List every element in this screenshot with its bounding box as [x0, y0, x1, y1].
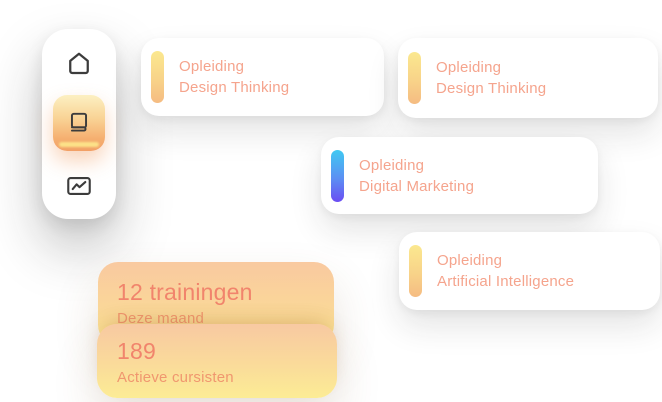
accent-bar — [331, 149, 344, 202]
sidebar-item-courses[interactable] — [53, 95, 105, 151]
course-card-artificial-intelligence[interactable]: Opleiding Artificial Intelligence — [399, 232, 660, 310]
course-card-digital-marketing[interactable]: Opleiding Digital Marketing — [321, 137, 598, 214]
stat-caption: Actieve cursisten — [117, 369, 234, 386]
active-glow-bar — [59, 142, 99, 147]
line-chart-icon — [67, 177, 91, 195]
accent-bar — [408, 52, 421, 104]
accent-bar — [151, 51, 164, 103]
card-title: Design Thinking — [179, 79, 290, 96]
stat-card-cursisten: 189 Actieve cursisten — [97, 324, 337, 398]
stat-caption: Deze maand — [117, 310, 205, 327]
sidebar-item-analytics[interactable] — [53, 169, 105, 203]
card-label: Opleiding — [436, 59, 502, 76]
card-label: Opleiding — [437, 252, 503, 269]
home-icon — [69, 52, 89, 75]
stat-value: 12 trainingen — [117, 279, 253, 305]
card-title: Digital Marketing — [359, 177, 475, 195]
stat-value: 189 — [117, 338, 156, 364]
book-icon — [70, 112, 88, 132]
card-label: Opleiding — [179, 58, 245, 75]
card-title: Artificial Intelligence — [437, 273, 575, 290]
course-card-design-thinking-1[interactable]: Opleiding Design Thinking — [141, 38, 384, 116]
card-label: Opleiding — [359, 156, 425, 174]
course-card-design-thinking-2[interactable]: Opleiding Design Thinking — [398, 38, 658, 118]
accent-bar — [409, 245, 422, 297]
sidebar-item-home[interactable] — [53, 46, 105, 80]
sidebar — [42, 29, 116, 219]
card-title: Design Thinking — [436, 80, 547, 97]
